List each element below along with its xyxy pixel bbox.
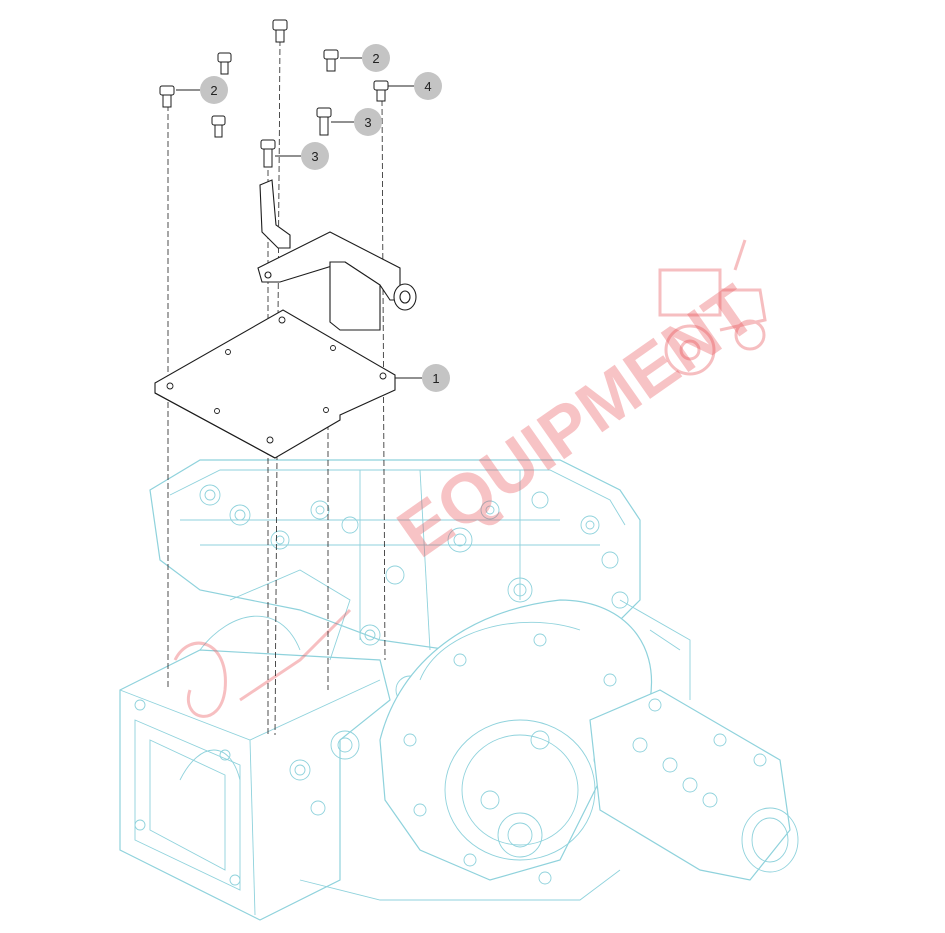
bolt-left	[159, 85, 175, 108]
callout-1: 1	[395, 364, 450, 392]
mounting-bracket	[257, 179, 417, 331]
callout-4: 4	[388, 72, 442, 100]
bolt-left-lower	[211, 115, 226, 138]
bolt-long-center	[260, 139, 276, 168]
callout-3-center: 3	[275, 142, 329, 170]
bolt-long-right	[316, 107, 332, 136]
callout-2-left-label: 2	[210, 83, 217, 98]
callout-1-label: 1	[432, 371, 439, 386]
callout-2-right-label: 2	[372, 51, 379, 66]
bolt-right	[373, 80, 389, 102]
tractor-logo-icon	[658, 239, 767, 376]
cover-plate	[154, 309, 396, 459]
transmission-housing	[119, 459, 799, 921]
callout-4-label: 4	[424, 79, 431, 94]
callout-3-center-label: 3	[311, 149, 318, 164]
callout-3-right-label: 3	[364, 115, 371, 130]
callouts: 1 2 2 3 3 4	[176, 44, 450, 392]
callout-3-right: 3	[331, 108, 382, 136]
callout-2-right: 2	[340, 44, 390, 72]
bolts	[159, 19, 389, 168]
bolt-left-upper	[217, 52, 232, 75]
bolt-top	[272, 19, 288, 43]
bolt-right-upper	[323, 49, 339, 72]
callout-2-left: 2	[176, 76, 228, 104]
